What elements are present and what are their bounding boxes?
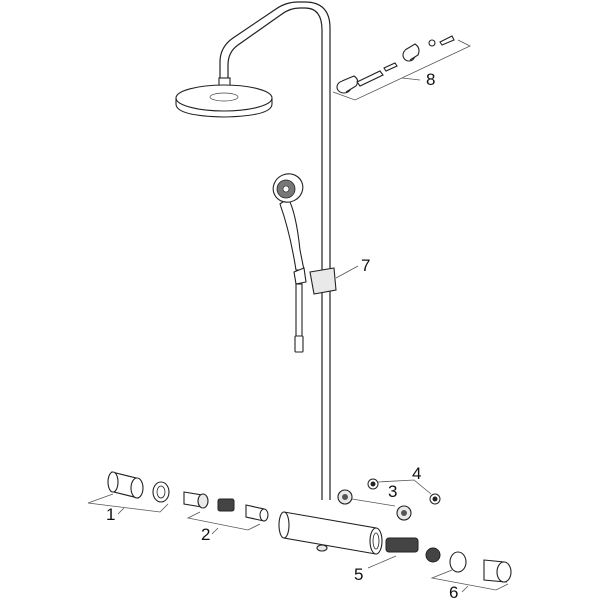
callout-4: 4: [412, 464, 422, 483]
riser-pipe: [219, 1, 331, 500]
part-7-slide-holder: [293, 265, 359, 353]
part-8-wall-bracket-set: [332, 35, 471, 101]
callout-3: 3: [388, 482, 398, 501]
callout-5: 5: [354, 565, 364, 584]
part-1-handle-set: [87, 471, 170, 515]
callout-6: 6: [449, 583, 459, 602]
callout-2: 2: [201, 525, 211, 544]
part-4-seals: [367, 478, 441, 505]
overhead-shower-head: [175, 77, 273, 118]
callout-1: 1: [106, 505, 116, 524]
part-5-thermostatic-cartridge: [367, 537, 419, 569]
part-2-cartridge-set: [183, 491, 269, 535]
part-3-check-valves: [337, 489, 412, 521]
callout-8: 8: [426, 70, 436, 89]
part-6-handle-set: [425, 547, 512, 593]
callout-7: 7: [361, 256, 371, 275]
thermostat-body: [278, 511, 383, 555]
hand-shower: [272, 173, 305, 271]
